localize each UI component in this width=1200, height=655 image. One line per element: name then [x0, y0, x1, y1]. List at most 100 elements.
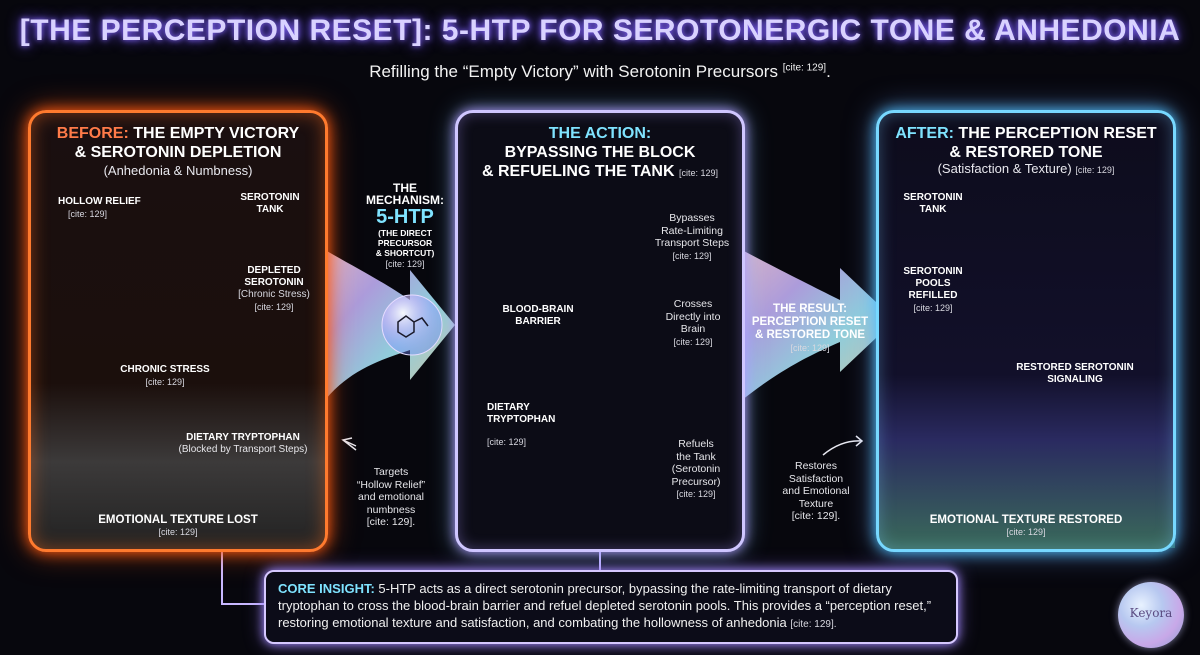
- bbb-label: BLOOD-BRAIN BARRIER: [493, 304, 583, 328]
- core-insight-body: 5-HTP acts as a direct serotonin precurs…: [278, 581, 932, 630]
- texture-lost-label: EMOTIONAL TEXTURE LOST [cite: 129]: [28, 514, 328, 538]
- targets-line-3: and emotional: [358, 491, 424, 503]
- bypass-line-2: Rate-Limiting: [661, 224, 723, 237]
- chronic-stress-text: CHRONIC STRESS: [120, 364, 210, 375]
- core-insight-cite: [cite: 129].: [790, 619, 837, 630]
- targets-note: Targets “Hollow Relief” and emotional nu…: [345, 466, 437, 529]
- after-subtitle: (Satisfaction & Texture) [cite: 129]: [876, 161, 1176, 176]
- subtitle-end: .: [826, 62, 831, 81]
- action-lead: THE ACTION:: [548, 125, 652, 142]
- result-line-1: THE RESULT:: [773, 303, 847, 315]
- texture-restored-text: EMOTIONAL TEXTURE RESTORED: [929, 514, 1123, 526]
- chronic-stress-label: CHRONIC STRESS [cite: 129]: [110, 364, 220, 388]
- before-panel: [28, 110, 328, 552]
- result-arrow: [742, 250, 895, 400]
- action-title-1: BYPASSING THE BLOCK: [504, 144, 696, 161]
- bypass-cite: [cite: 129]: [672, 250, 712, 261]
- hollow-relief-label: HOLLOW RELIEF [cite: 129]: [58, 196, 141, 220]
- restores-line-1: Restores: [794, 460, 837, 472]
- targets-line-5: [cite: 129].: [366, 516, 416, 528]
- texture-restored-label: EMOTIONAL TEXTURE RESTORED [cite: 129]: [876, 514, 1176, 538]
- after-tank-line-1: SEROTONIN: [903, 192, 963, 203]
- dietary-line-2: TRYPTOPHAN: [487, 414, 556, 425]
- bbb-line-1: BLOOD-BRAIN: [502, 304, 574, 315]
- targets-line-2: “Hollow Relief”: [356, 478, 426, 491]
- action-heading: THE ACTION: BYPASSING THE BLOCK & REFUEL…: [455, 124, 745, 183]
- mechanism-desc-2: & SHORTCUT): [375, 248, 435, 258]
- page-subtitle: Refilling the “Empty Victory” with Serot…: [0, 62, 1200, 82]
- after-tank-label: SEROTONIN TANK: [900, 192, 966, 216]
- crosses-line-3: Brain: [680, 323, 706, 335]
- before-subtitle: (Anhedonia & Numbness): [103, 163, 253, 178]
- depleted-line-1: DEPLETED: [247, 265, 301, 276]
- restores-note: Restores Satisfaction and Emotional Text…: [770, 460, 862, 523]
- tank-line-2: TANK: [256, 204, 284, 215]
- pools-line-2: POOLS: [915, 278, 951, 289]
- mechanism-name: 5-HTP: [376, 206, 434, 228]
- mechanism-desc-1: (THE DIRECT PRECURSOR: [377, 228, 433, 248]
- pools-label: SEROTONIN POOLS REFILLED [cite: 129]: [900, 266, 966, 314]
- texture-lost-cite: [cite: 129]: [158, 527, 198, 537]
- depleted-cite: [cite: 129]: [254, 302, 294, 312]
- refuels-line-4: Precursor): [671, 475, 721, 488]
- dietary-line-1: DIETARY: [487, 402, 530, 413]
- after-title-2: & RESTORED TONE: [949, 144, 1103, 161]
- restores-line-2: Satisfaction: [788, 472, 844, 485]
- result-line-3: & RESTORED TONE: [754, 329, 866, 341]
- bypass-line-3: Transport Steps: [654, 237, 730, 249]
- chronic-stress-cite: [cite: 129]: [145, 377, 185, 387]
- signaling-label: RESTORED SEROTONIN SIGNALING: [1000, 362, 1150, 386]
- refuels-line-2: the Tank: [676, 450, 716, 463]
- refuels-cite: [cite: 129]: [676, 489, 716, 499]
- core-insight-box: CORE INSIGHT: 5-HTP acts as a direct ser…: [264, 570, 958, 644]
- keyora-text: Keyora: [1129, 606, 1173, 620]
- crosses-note: Crosses Directly into Brain [cite: 129]: [652, 298, 734, 348]
- crosses-line-1: Crosses: [673, 298, 713, 310]
- dietary-label: DIETARY TRYPTOPHAN [cite: 129]: [487, 402, 555, 448]
- keyora-logo: Keyora: [1118, 582, 1184, 648]
- dietary-tryptophan-label: DIETARY TRYPTOPHAN (Blocked by Transport…: [168, 432, 318, 456]
- mechanism-bubble: [381, 294, 443, 356]
- insight-connector: [221, 545, 601, 605]
- texture-lost-text: EMOTIONAL TEXTURE LOST: [98, 514, 258, 526]
- before-lead: BEFORE:: [56, 125, 129, 142]
- action-title-cite: [cite: 129]: [679, 168, 719, 178]
- result-cite: [cite: 129]: [790, 343, 830, 353]
- core-insight-text: CORE INSIGHT: 5-HTP acts as a direct ser…: [278, 580, 944, 633]
- after-subtitle-text: (Satisfaction & Texture): [937, 161, 1072, 176]
- before-heading: BEFORE: THE EMPTY VICTORY & SEROTONIN DE…: [28, 124, 328, 162]
- depleted-serotonin-label: DEPLETED SEROTONIN [Chronic Stress) [cit…: [236, 265, 312, 313]
- after-tank-line-2: TANK: [919, 204, 947, 215]
- crosses-line-2: Directly into: [665, 310, 721, 323]
- bypass-note: Bypasses Rate-Limiting Transport Steps […: [640, 212, 744, 262]
- result-label: THE RESULT: PERCEPTION RESET & RESTORED …: [750, 303, 870, 355]
- after-title-1: THE PERCEPTION RESET: [958, 125, 1157, 142]
- pools-cite: [cite: 129]: [913, 303, 953, 313]
- restores-line-3: and Emotional: [782, 485, 850, 497]
- refuels-note: Refuels the Tank (Serotonin Precursor) […: [658, 438, 734, 501]
- action-title-2: & REFUELING THE TANK: [481, 163, 675, 180]
- blocked-text: (Blocked by Transport Steps): [178, 444, 308, 455]
- before-title-1: THE EMPTY VICTORY: [133, 125, 300, 142]
- pools-line-1: SEROTONIN: [903, 266, 963, 277]
- bbb-line-2: BARRIER: [515, 316, 561, 327]
- page-title: [THE PERCEPTION RESET]: 5-HTP FOR SEROTO…: [19, 14, 1181, 47]
- mechanism-cite: [cite: 129]: [385, 259, 425, 269]
- after-lead: AFTER:: [895, 125, 954, 142]
- refuels-line-3: (Serotonin: [671, 463, 721, 475]
- crosses-cite: [cite: 129]: [673, 336, 713, 347]
- after-panel: [876, 110, 1176, 552]
- before-title-2: & SEROTONIN DEPLETION: [74, 144, 282, 161]
- bypass-line-1: Bypasses: [669, 212, 715, 224]
- pools-line-3: REFILLED: [908, 290, 958, 301]
- restores-line-4: Texture: [798, 497, 834, 510]
- mechanism-heading: THE MECHANISM:: [366, 181, 444, 207]
- hollow-relief-text: HOLLOW RELIEF: [58, 196, 141, 207]
- targets-line-1: Targets: [373, 466, 409, 478]
- subtitle-cite: [cite: 129]: [782, 62, 827, 74]
- restores-pointer: [822, 435, 864, 456]
- depleted-line-2: SEROTONIN: [244, 277, 304, 288]
- result-line-2: PERCEPTION RESET: [751, 316, 869, 328]
- signaling-line-1: RESTORED SEROTONIN: [1016, 362, 1134, 373]
- serotonin-tank-label: SEROTONIN TANK: [238, 192, 302, 216]
